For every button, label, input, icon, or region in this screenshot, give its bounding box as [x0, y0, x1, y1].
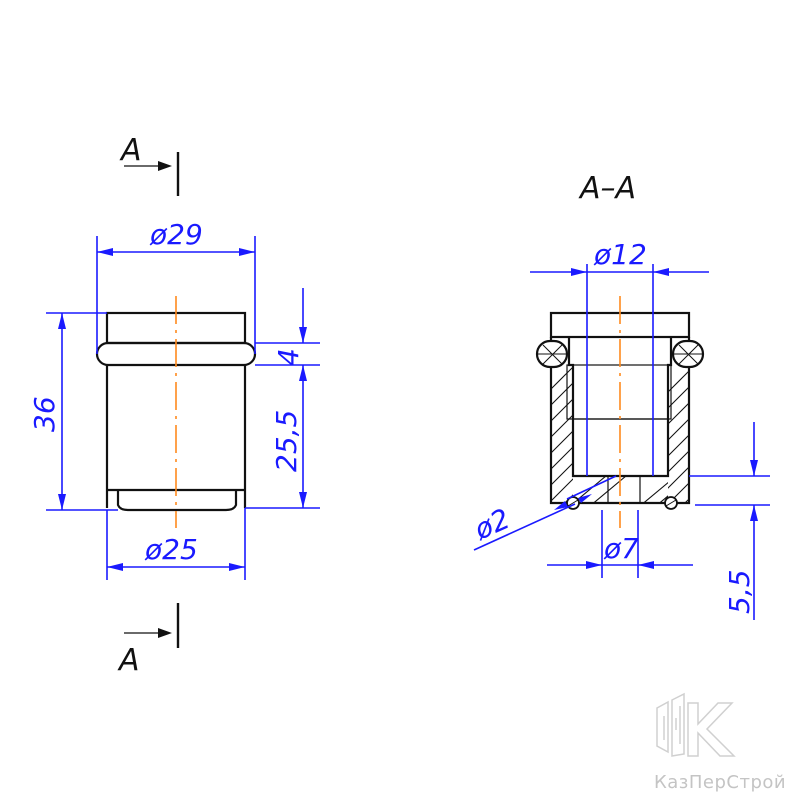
dimension-ring-width: 4 [255, 288, 320, 381]
dim-label-height-25-5: 25,5 [270, 410, 303, 472]
dimension-ring-diameter: ø2 [469, 475, 617, 551]
dim-label-diameter-25: ø25 [144, 533, 198, 566]
section-view: A–A [469, 171, 770, 620]
dimension-diameter-top: ø29 [96, 218, 256, 354]
exterior-view: A ø29 [28, 133, 320, 678]
section-title: A–A [578, 171, 636, 206]
dimension-inner-diameter: ø12 [530, 238, 709, 476]
dimension-hole-diameter: ø7 [547, 510, 693, 578]
dimension-total-height: 36 [28, 312, 118, 511]
dim-label-diameter-29: ø29 [149, 218, 203, 251]
dimension-bottom-thickness: 5,5 [689, 422, 770, 620]
dim-label-height-36: 36 [28, 396, 61, 432]
section-mark-top-label: A [119, 133, 142, 168]
dimension-body-height: 25,5 [245, 365, 320, 509]
watermark-logo-icon [656, 692, 736, 757]
o-ring-right-crosshatch [674, 344, 702, 365]
section-arrowhead-bottom [158, 628, 172, 638]
section-mark-bottom: A [117, 603, 180, 678]
dim-label-diameter-2: ø2 [469, 502, 515, 547]
o-ring-left-crosshatch [538, 344, 566, 365]
bottom-foot [116, 490, 238, 512]
dim-label-diameter-7: ø7 [603, 532, 639, 565]
dim-label-thickness-5-5: 5,5 [723, 569, 756, 614]
section-arrowhead-top [158, 161, 172, 171]
section-insert [566, 364, 672, 420]
watermark-text: КазПерСтрой [654, 772, 786, 793]
dimension-diameter-bottom: ø25 [106, 508, 246, 580]
watermark: КазПерСтрой [654, 692, 786, 793]
section-o-rings [535, 339, 705, 510]
section-mark-top: A [119, 133, 180, 196]
dim-label-diameter-12: ø12 [593, 238, 647, 271]
section-mark-bottom-label: A [117, 643, 140, 678]
dim-label-ring-4: 4 [272, 348, 305, 366]
